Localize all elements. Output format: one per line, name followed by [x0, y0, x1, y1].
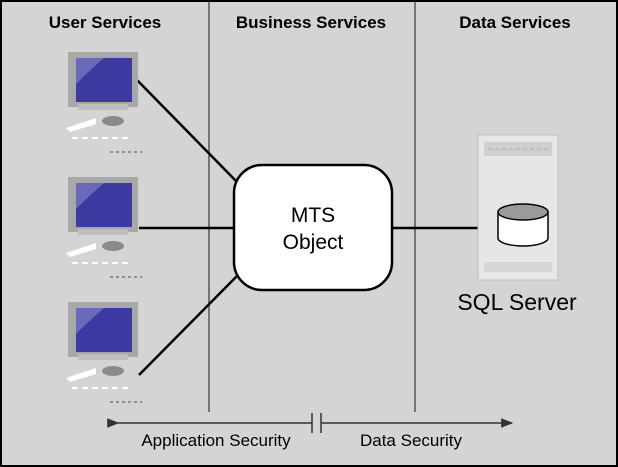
header-business-services: Business Services	[236, 13, 386, 32]
mts-object-label-line1: MTS	[291, 204, 335, 227]
sql-server-label: SQL Server	[457, 289, 577, 315]
mts-object-box: MTS Object	[232, 163, 394, 292]
application-security-label: Application Security	[141, 431, 291, 450]
client-computer-icon	[66, 52, 142, 153]
header-data-services: Data Services	[459, 13, 571, 32]
connector-client-1	[136, 79, 238, 183]
header-user-services: User Services	[49, 13, 161, 32]
client-computer-icon	[66, 177, 142, 278]
connector-client-3	[138, 275, 238, 376]
database-cylinder-icon	[497, 203, 549, 247]
mts-object-label-line2: Object	[283, 231, 344, 254]
client-computer-icon	[66, 302, 142, 403]
data-security-label: Data Security	[360, 431, 463, 450]
